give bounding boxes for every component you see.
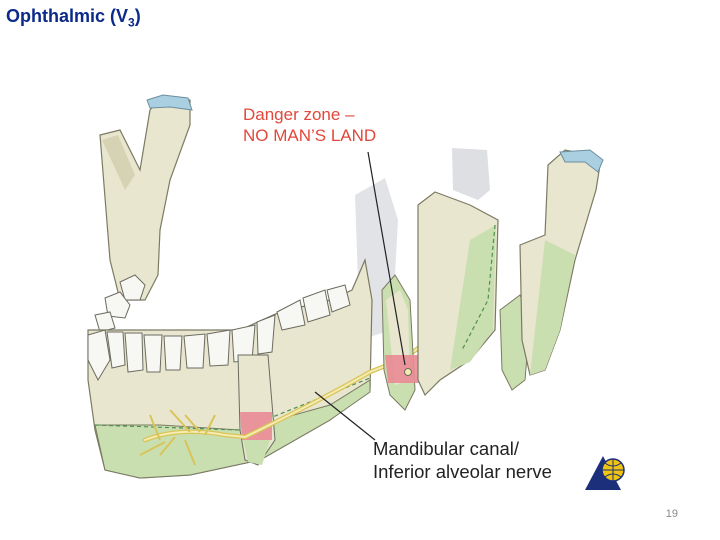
danger-zone-front: [240, 412, 272, 440]
canal-opening: [404, 368, 412, 376]
root-cortical: [243, 440, 270, 465]
nerve-branches: [139, 409, 216, 466]
page-number: 19: [665, 508, 678, 520]
posterior-teeth: [276, 284, 351, 331]
condyle-cartilage: [146, 94, 193, 111]
danger-zone-line1: Danger zone –: [243, 105, 355, 124]
far-section-cartilage: [559, 149, 604, 173]
danger-leader: [367, 151, 406, 366]
danger-zone-mid: [385, 355, 422, 383]
canal-label-line2: Inferior alveolar nerve: [373, 461, 552, 482]
far-section-cortical: [530, 240, 575, 375]
cortical-bone: [94, 379, 371, 479]
title-text: Ophthalmic (V: [6, 6, 129, 26]
ramus-section-cortical: [450, 225, 496, 370]
ramus-shading: [102, 135, 135, 190]
canal-label-line1: Mandibular canal/: [373, 438, 520, 459]
danger-zone-label: Danger zone – NO MAN’S LAND: [243, 104, 376, 146]
slide-title: Ophthalmic (V3): [6, 6, 141, 30]
title-close: ): [134, 6, 141, 26]
ramus: [99, 97, 191, 301]
canal-leader: [314, 391, 376, 441]
background-shadow-2: [452, 148, 490, 200]
title-subscript: 3: [128, 15, 135, 30]
molar-cluster: [94, 274, 146, 333]
anterior-teeth: [87, 314, 276, 382]
publisher-logo: [583, 452, 628, 492]
ramus-dash: [461, 224, 496, 351]
mandibular-canal-label: Mandibular canal/ Inferior alveolar nerv…: [373, 437, 552, 483]
danger-zone-line2: NO MAN’S LAND: [243, 126, 377, 145]
mandible-diagram: [75, 85, 635, 495]
